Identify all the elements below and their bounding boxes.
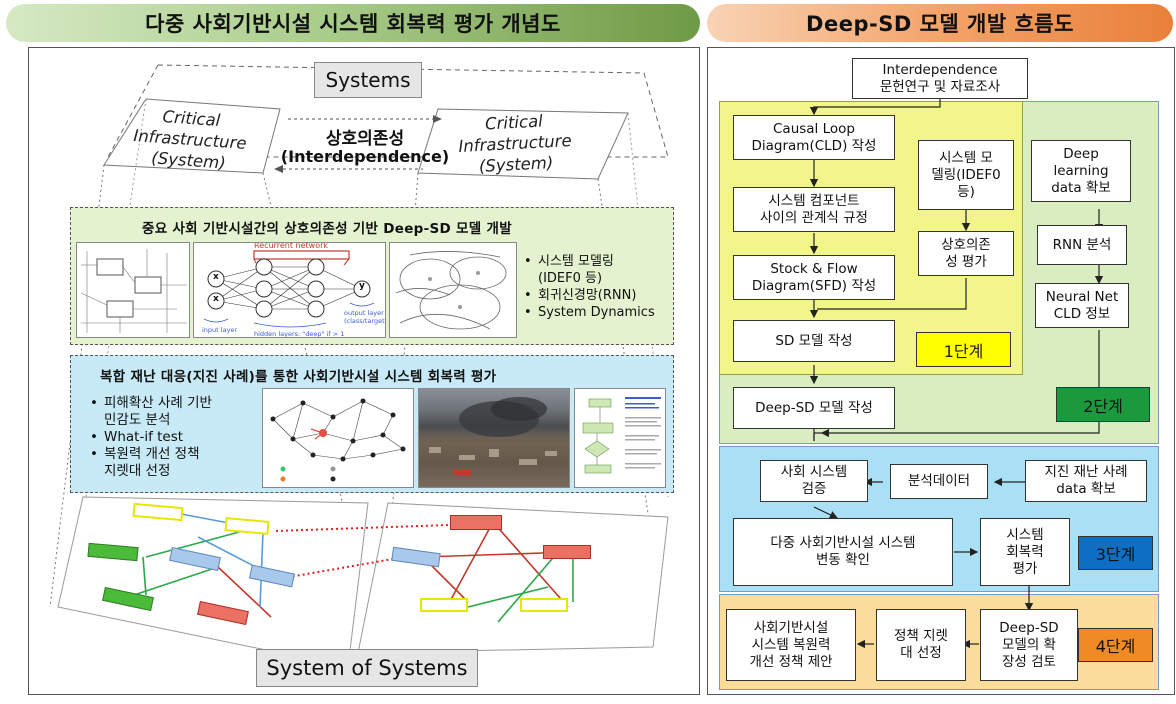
box-scalability-review: Deep-SD 모델의 확 장성 검토 <box>980 609 1078 681</box>
box-interdependence-eval: 상호의존 성 평가 <box>918 231 1014 276</box>
idef0-diagram-thumbnail <box>76 242 190 338</box>
systems-label: Systems <box>314 62 422 98</box>
section1-title: 중요 사회 기반시설간의 상호의존성 기반 Deep-SD 모델 개발 <box>142 221 512 237</box>
rnn-x2: x <box>213 294 219 304</box>
net-node-yellow <box>520 598 568 612</box>
stage1-label: 1단계 <box>916 332 1011 367</box>
box-multi-infra-variation: 다중 사회기반시설 시스템 변동 확인 <box>733 518 953 586</box>
box-rnn-analysis: RNN 분석 <box>1037 225 1127 265</box>
box-system-modeling: 시스템 모 델링(IDEF0 등) <box>918 140 1014 210</box>
rnn-input-label: input layer <box>202 326 238 334</box>
box-sfd: Stock & Flow Diagram(SFD) 작성 <box>733 255 895 300</box>
left-header: 다중 사회기반시설 시스템 회복력 평가 개념도 <box>6 4 700 42</box>
box-sd-model: SD 모델 작성 <box>733 320 895 362</box>
box-neural-net-cld: Neural Net CLD 정보 <box>1035 283 1129 328</box>
section1-bullet: 시스템 모델링 (IDEF0 등) <box>522 253 672 287</box>
ci-left-label: Critical Infrastructure (System) <box>132 107 248 173</box>
stage4-label: 4단계 <box>1078 628 1153 662</box>
rnn-x1: x <box>213 272 219 282</box>
box-deep-learning-data: Deep learning data 확보 <box>1031 140 1131 202</box>
box-social-system-verify: 사회 시스템 검증 <box>760 460 868 502</box>
section2-bullet: 피해확산 사례 기반 민감도 분석 <box>88 395 268 429</box>
box-component-relations: 시스템 컴포넌트 사이의 관계식 규정 <box>733 187 895 232</box>
section2-bullet: 복원력 개선 정책 지렛대 선정 <box>88 446 268 480</box>
stage2-label: 2단계 <box>1056 387 1150 422</box>
section1-bullet: 회귀신경망(RNN) <box>522 287 672 304</box>
section2-bullets: 피해확산 사례 기반 민감도 분석 What-if test 복원력 개선 정책… <box>88 395 268 480</box>
system-of-systems-label: System of Systems <box>256 649 478 687</box>
net-node-red <box>543 545 591 559</box>
damage-network-thumbnail <box>262 388 414 488</box>
section2-title: 복합 재난 대응(지진 사례)를 통한 사회기반시설 시스템 회복력 평가 <box>100 369 497 385</box>
ci-right-label: Critical Infrastructure (System) <box>457 111 573 176</box>
net-node-yellow <box>420 598 468 612</box>
box-interdependence-research: Interdependence 문헌연구 및 자료조사 <box>852 58 1028 99</box>
rnn-title: Recurrent network <box>254 242 329 250</box>
box-cld: Causal Loop Diagram(CLD) 작성 <box>733 115 895 160</box>
policy-flowchart-thumbnail <box>574 388 666 488</box>
box-policy-proposal: 사회기반시설 시스템 복원력 개선 정책 제안 <box>726 609 856 681</box>
interdependence-ko: 상호의존성 <box>325 129 405 149</box>
interdependence-en: (Interdependence) <box>280 147 450 166</box>
rnn-output-label: output layer (class/target) <box>344 309 386 325</box>
rnn-y: y <box>359 281 365 291</box>
box-deep-sd-model: Deep-SD 모델 작성 <box>733 387 895 429</box>
earthquake-photo <box>418 388 570 488</box>
section1-bullets: 시스템 모델링 (IDEF0 등) 회귀신경망(RNN) System Dyna… <box>522 253 672 321</box>
system-dynamics-thumbnail <box>389 242 517 338</box>
box-policy-lever: 정책 지렛 대 선정 <box>876 609 966 681</box>
section2-bullet: What-if test <box>88 429 268 446</box>
rnn-diagram-thumbnail: Recurrent network x x y input layer hidd… <box>193 242 386 338</box>
section1-bullet: System Dynamics <box>522 304 672 321</box>
box-analysis-data: 분석데이터 <box>890 464 988 499</box>
box-resilience-eval: 시스템 회복력 평가 <box>980 518 1070 586</box>
box-earthquake-data: 지진 재난 사례 data 확보 <box>1025 460 1147 502</box>
net-node-red <box>450 515 502 530</box>
right-header: Deep-SD 모델 개발 흐름도 <box>707 4 1173 42</box>
stage3-label: 3단계 <box>1078 536 1153 570</box>
rnn-hidden-label: hidden layers: "deep" if > 1 <box>254 330 345 338</box>
